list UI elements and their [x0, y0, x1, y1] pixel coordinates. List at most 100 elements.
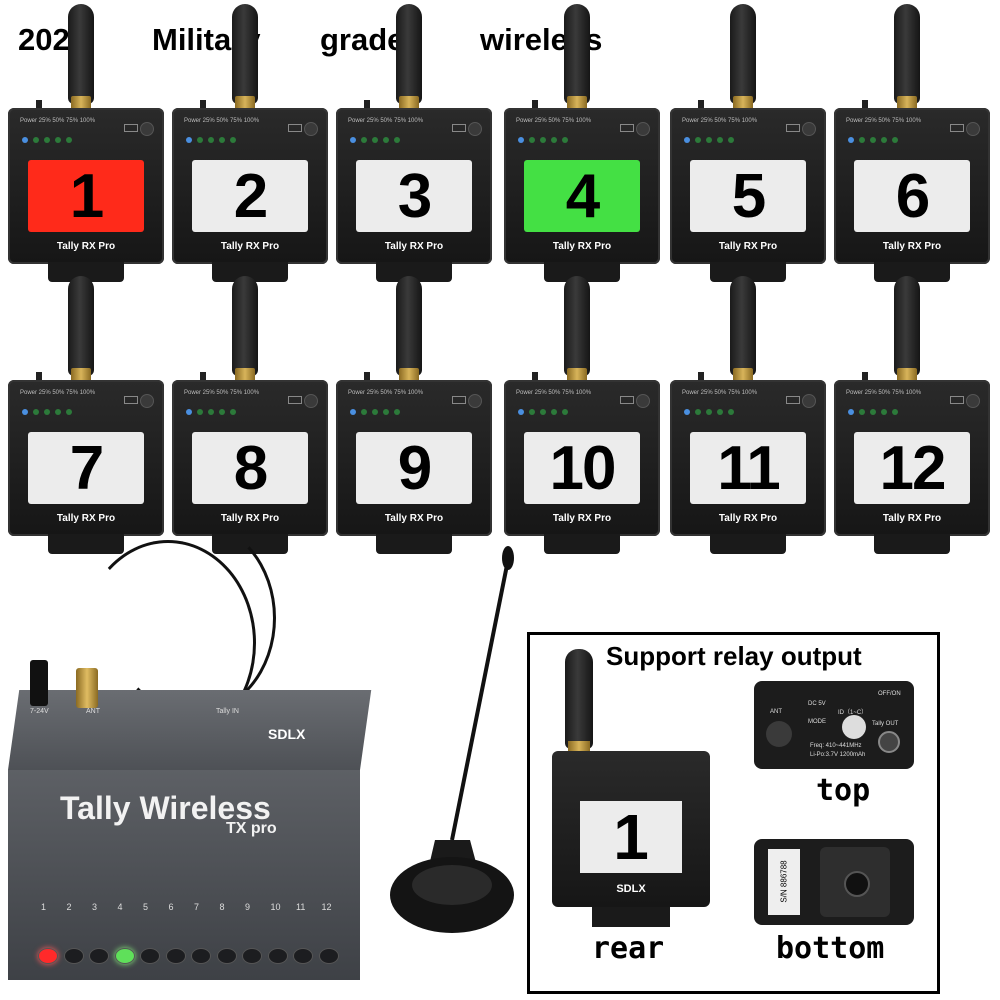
receiver-model-label: Tally RX Pro [552, 513, 612, 524]
power-switch [532, 372, 538, 384]
tally-number-display: 2 [192, 160, 308, 232]
channel-led-8 [216, 948, 237, 964]
led-25 [695, 409, 701, 415]
power-led [22, 137, 28, 143]
led-25 [529, 409, 535, 415]
receiver-button [802, 122, 816, 136]
receiver-button [468, 394, 482, 408]
battery-icon [288, 124, 302, 132]
led-labels: Power 25% 50% 75% 100% [20, 390, 96, 396]
power-switch [200, 100, 206, 112]
top-panel-antenna-port [766, 721, 792, 747]
battery-icon [124, 396, 138, 404]
receiver-model-label: Tally RX Pro [220, 241, 280, 252]
battery-icon [452, 124, 466, 132]
channel-number-6: 6 [168, 902, 174, 912]
cold-shoe-mount [710, 262, 786, 282]
receiver-model-label: Tally RX Pro [552, 241, 612, 252]
power-led [22, 409, 28, 415]
led-75 [383, 137, 389, 143]
led-100 [394, 137, 400, 143]
channel-number-3: 3 [92, 902, 98, 912]
power-led [350, 137, 356, 143]
led-50 [540, 137, 546, 143]
power-switch [364, 372, 370, 384]
tally-number-display: 7 [28, 432, 144, 504]
receiver-button [140, 394, 154, 408]
receiver-antenna [68, 276, 94, 376]
led-labels: Power 25% 50% 75% 100% [846, 118, 922, 124]
led-50 [706, 137, 712, 143]
channel-led-9 [242, 948, 262, 964]
tally-transmitter: 7-24V ANT Tally IN SDLX Tally Wireless T… [8, 690, 372, 980]
receiver-antenna [232, 276, 258, 376]
transmitter-top-panel [8, 690, 372, 770]
port-label-tally-in: Tally IN [216, 708, 239, 715]
receiver-antenna [396, 276, 422, 376]
top-panel-ant-label: ANT [770, 709, 782, 715]
power-led [186, 409, 192, 415]
top-panel-onoff-label: OFF/ON [878, 691, 901, 697]
rear-unit-brand: SDLX [616, 883, 646, 895]
led-75 [881, 137, 887, 143]
transmitter-power-connector [30, 660, 48, 706]
channel-led-5 [140, 948, 160, 964]
receiver-button [966, 394, 980, 408]
receiver-antenna [894, 4, 920, 104]
led-50 [870, 137, 876, 143]
led-25 [859, 409, 865, 415]
led-100 [230, 137, 236, 143]
tally-number-display: 12 [854, 432, 970, 504]
receiver-button [140, 122, 154, 136]
power-switch [36, 372, 42, 384]
led-labels: Power 25% 50% 75% 100% [348, 118, 424, 124]
magnetic-antenna [390, 546, 514, 933]
battery-icon [620, 396, 634, 404]
power-led [684, 409, 690, 415]
cold-shoe-mount [544, 534, 620, 554]
top-panel-photo: DC 5V ANT ID（1~C） OFF/ON MODE Tally OUT … [754, 681, 914, 769]
tally-number-display: 8 [192, 432, 308, 504]
tally-number-display: 1 [28, 160, 144, 232]
battery-icon [288, 396, 302, 404]
port-label-power: 7-24V [30, 708, 49, 715]
led-25 [361, 137, 367, 143]
led-50 [870, 409, 876, 415]
receiver-model-label: Tally RX Pro [718, 513, 778, 524]
battery-led-row [350, 130, 430, 143]
inset-heading: Support relay output [606, 641, 862, 671]
transmitter-antenna-connector [76, 668, 98, 708]
receiver-model-label: Tally RX Pro [718, 241, 778, 252]
receiver-antenna [730, 276, 756, 376]
led-100 [394, 409, 400, 415]
channel-led-6 [165, 948, 186, 964]
receiver-button [468, 122, 482, 136]
power-led [848, 137, 854, 143]
power-switch [532, 100, 538, 112]
power-switch [698, 100, 704, 112]
tally-number-display: 10 [524, 432, 640, 504]
channel-number-12: 12 [321, 902, 332, 912]
led-labels: Power 25% 50% 75% 100% [682, 390, 758, 396]
cold-shoe-mount [376, 262, 452, 282]
led-25 [695, 137, 701, 143]
led-75 [717, 409, 723, 415]
receiver-button [636, 394, 650, 408]
led-75 [219, 137, 225, 143]
led-50 [372, 137, 378, 143]
cold-shoe-mount [544, 262, 620, 282]
port-label-antenna: ANT [86, 708, 100, 715]
channel-led-2 [63, 948, 84, 964]
receiver-button [636, 122, 650, 136]
led-25 [859, 137, 865, 143]
led-75 [55, 137, 61, 143]
top-panel-tally-jack [878, 731, 900, 753]
battery-icon [620, 124, 634, 132]
power-switch [862, 372, 868, 384]
